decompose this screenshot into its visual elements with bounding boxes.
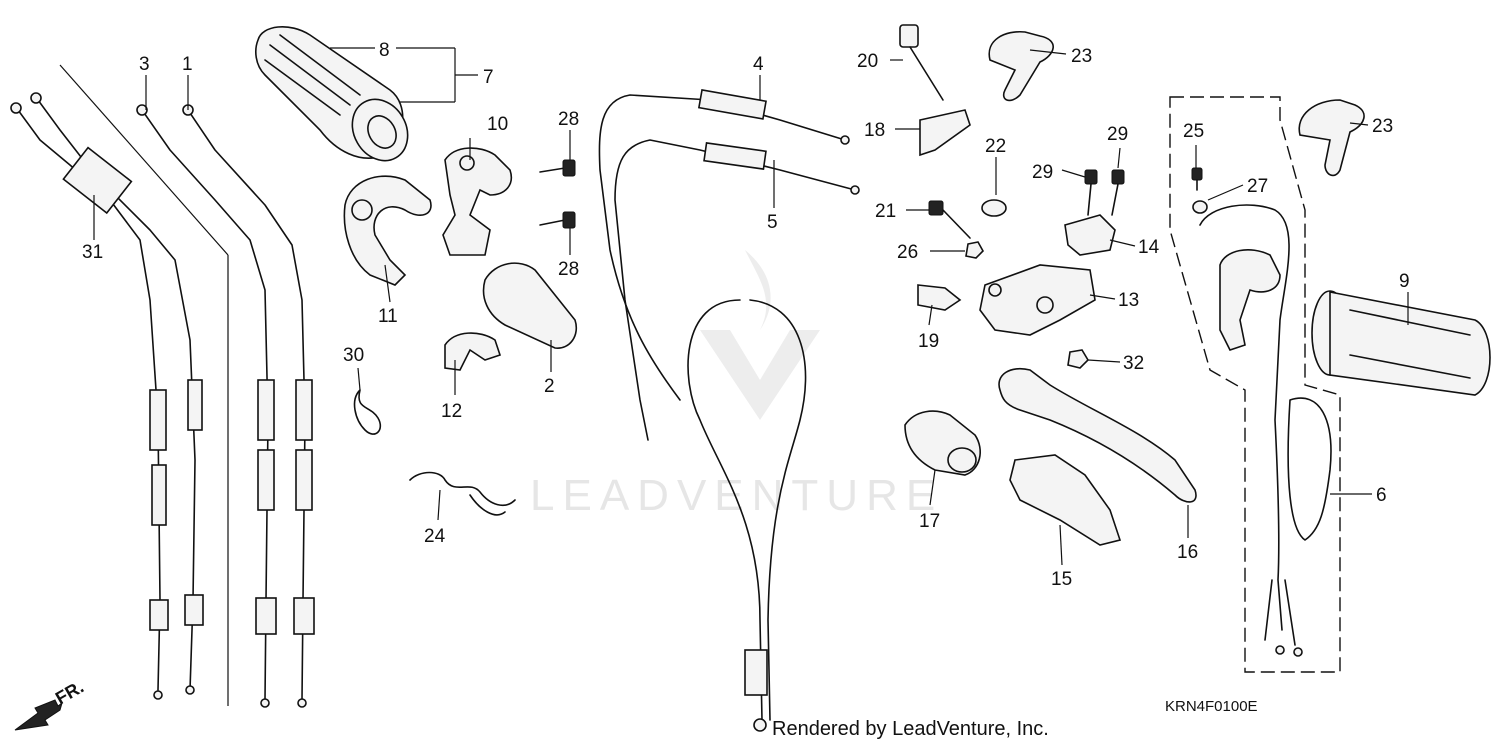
throttle-cable-31 [10, 92, 204, 700]
divider-line [59, 64, 229, 256]
throttle-housing-upper [442, 147, 512, 256]
switch-17 [904, 410, 981, 476]
callout-10: 10 [487, 114, 508, 135]
front-direction-arrow: FR. [14, 677, 87, 731]
kill-switch-6 [1199, 204, 1332, 657]
callout-2: 2 [544, 376, 555, 397]
lever-guard-15 [1009, 454, 1122, 546]
bolts-29 [1084, 169, 1125, 216]
clutch-cable-4 [598, 89, 850, 732]
callout-24: 24 [424, 526, 446, 547]
throttle-housing-lower [343, 175, 432, 286]
callout-23-right: 23 [1372, 116, 1393, 137]
washer-27 [1192, 200, 1208, 214]
callout-11: 11 [378, 306, 398, 327]
holder-clamp-14 [1064, 214, 1116, 256]
render-credit: Rendered by LeadVenture, Inc. [772, 718, 1049, 740]
lever-holder-18 [919, 109, 971, 157]
callout-14: 14 [1138, 237, 1160, 258]
watermark: LEADVENTURE [530, 250, 943, 520]
callout-23-upper: 23 [1071, 46, 1092, 67]
callout-29-left: 29 [1032, 162, 1053, 183]
callout-5: 5 [767, 212, 778, 233]
callout-21: 21 [875, 201, 896, 222]
screw-25 [1191, 167, 1203, 191]
washer-22 [981, 199, 1007, 217]
callout-17: 17 [919, 511, 940, 532]
callout-1: 1 [182, 54, 193, 75]
callout-27: 27 [1247, 176, 1268, 197]
band-23-upper [988, 31, 1054, 102]
callout-26: 26 [897, 242, 918, 263]
callout-7: 7 [483, 67, 494, 88]
callout-20: 20 [857, 51, 878, 72]
throttle-cable-1 [182, 104, 315, 708]
callout-29-right: 29 [1107, 124, 1128, 145]
lever-bracket-13 [979, 264, 1096, 336]
cable-clamp-30 [353, 389, 382, 435]
adjuster-19 [917, 284, 962, 311]
callout-15: 15 [1051, 569, 1072, 590]
kill-switch-box [1169, 96, 1341, 673]
callout-12: 12 [441, 401, 462, 422]
callout-30: 30 [343, 345, 364, 366]
watermark-text: LEADVENTURE [530, 471, 943, 520]
band-23-right [1298, 99, 1365, 177]
left-grip-9 [1311, 290, 1491, 396]
bolt-21 [928, 200, 971, 239]
callout-9: 9 [1399, 271, 1410, 292]
wire-clip-24 [409, 471, 516, 516]
clutch-cable-5 [614, 139, 860, 441]
callout-19: 19 [918, 331, 939, 352]
throttle-grip-assembly [255, 25, 409, 162]
callout-28-upper: 28 [558, 109, 579, 130]
throttle-cover-12 [444, 332, 502, 371]
nut-32 [1067, 349, 1090, 369]
callout-8: 8 [379, 40, 390, 61]
throttle-cable-3 [136, 104, 277, 708]
nut-26 [965, 241, 984, 259]
callout-22: 22 [985, 136, 1006, 157]
callout-25: 25 [1183, 121, 1204, 142]
callout-31: 31 [82, 242, 103, 263]
lever-bolt-20 [899, 24, 944, 101]
callout-28-lower: 28 [558, 259, 579, 280]
clutch-lever-16 [998, 368, 1197, 503]
grip-cover-2 [482, 262, 577, 349]
callout-6: 6 [1376, 485, 1387, 506]
bolt-28-lower [539, 211, 576, 229]
callout-13: 13 [1118, 290, 1139, 311]
callout-16: 16 [1177, 542, 1198, 563]
bolt-28-upper [539, 159, 576, 177]
callout-18: 18 [864, 120, 885, 141]
callouts: 8 7 3 1 31 10 11 12 2 28 28 30 24 4 5 20… [82, 40, 1410, 590]
diagram-code: KRN4F0100E [1165, 698, 1258, 715]
callout-32: 32 [1123, 353, 1144, 374]
callout-3: 3 [139, 54, 150, 75]
leader-lines [93, 47, 1409, 566]
callout-4: 4 [753, 54, 764, 75]
